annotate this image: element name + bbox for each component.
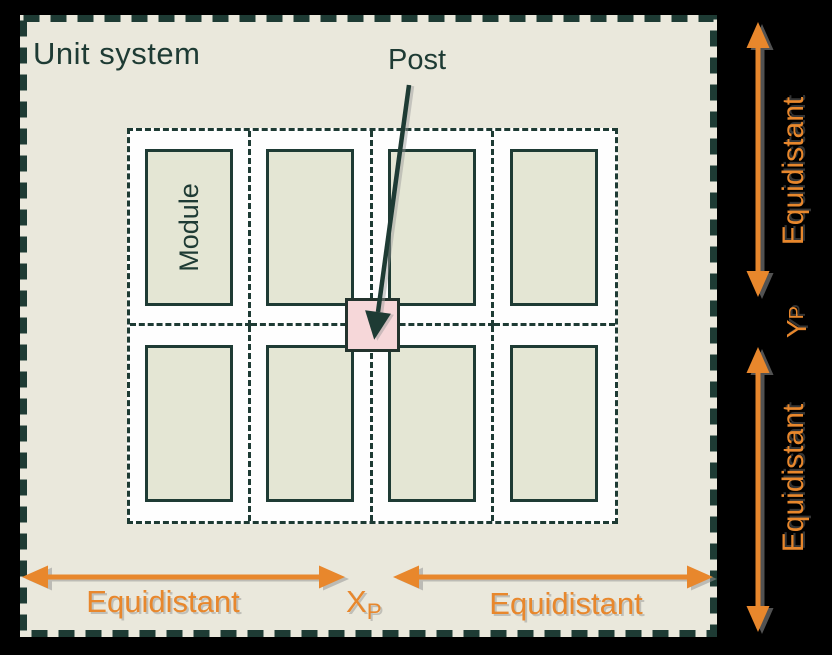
equidistant-label-bottom-left: Equidistant: [86, 584, 240, 619]
module-cell: [130, 326, 252, 521]
post-marker: [345, 298, 400, 352]
right-top-dimension-arrow: [746, 22, 770, 297]
module-cell: Module: [130, 131, 252, 326]
module-label: Module: [173, 182, 204, 272]
unit-system-title: Unit system: [33, 36, 201, 71]
module-rect: Module: [145, 148, 234, 306]
module-rect: [266, 345, 355, 502]
module-rect: [145, 345, 234, 502]
y-dimension-base: Y: [781, 319, 812, 339]
module-cell: [493, 131, 615, 326]
x-dimension-label: XP: [346, 584, 382, 623]
right-bottom-dimension-arrow: [746, 347, 770, 632]
module-cell: [372, 131, 494, 326]
x-dimension-subscript: P: [366, 599, 382, 625]
post-label: Post: [388, 44, 447, 76]
equidistant-label-right-top: Equidistant: [777, 96, 810, 246]
equidistant-label-bottom-right: Equidistant: [489, 586, 643, 621]
module-rect: [266, 148, 355, 306]
equidistant-label-right-bottom: Equidistant: [777, 403, 810, 553]
module-cell: [373, 326, 494, 521]
module-rect: [387, 148, 476, 306]
module-cell: [494, 326, 615, 521]
x-dimension-base: X: [346, 584, 367, 619]
module-cell: [251, 131, 373, 326]
module-cell: [251, 326, 373, 521]
module-rect: [387, 345, 476, 502]
module-rect: [510, 345, 599, 502]
module-rect: [510, 148, 599, 306]
